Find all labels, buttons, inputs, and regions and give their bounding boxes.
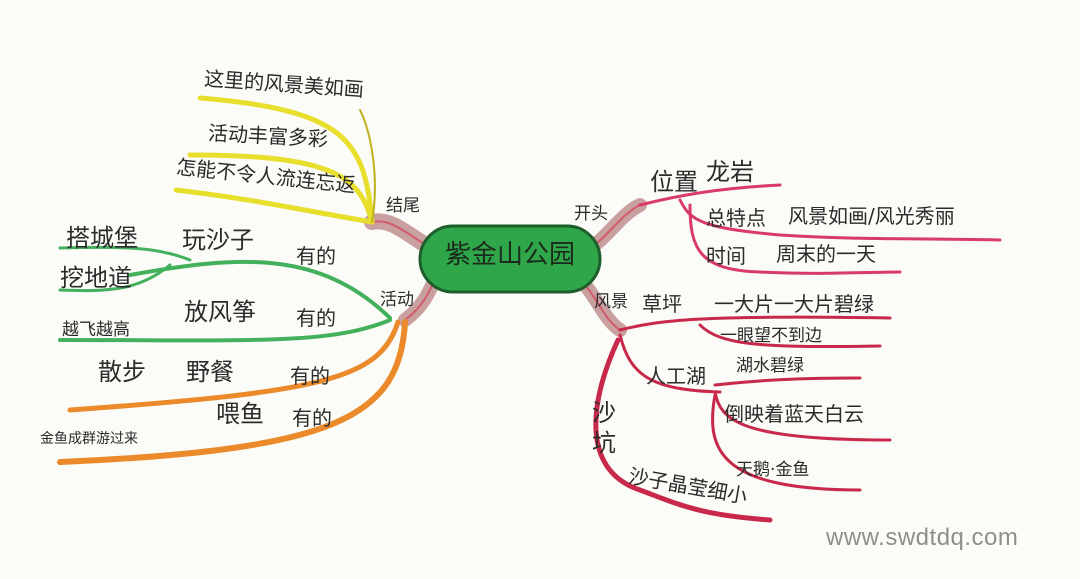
opening-link-overview — [678, 198, 1002, 242]
lawn-link — [618, 315, 892, 332]
location-value: 龙岩 — [706, 158, 754, 186]
activity-link-fish — [57, 319, 408, 465]
lake-detail-2-link — [713, 390, 892, 442]
activity-sand: 玩沙子 — [182, 226, 254, 254]
center-node — [418, 224, 602, 294]
branch-scenery-lines — [578, 278, 892, 523]
ending-link-2 — [187, 152, 375, 225]
location-label: 位置 — [650, 168, 698, 196]
branch-label-activities: 活动 — [380, 290, 414, 310]
opening-link-location — [638, 183, 782, 207]
lake-detail-3-link — [711, 393, 862, 492]
lake-detail-1: 湖水碧绿 — [736, 356, 804, 376]
watermark-text: www.swdtdq.com — [826, 524, 1019, 551]
sand-sub-castle-link — [58, 245, 192, 262]
activity-link-kite — [58, 318, 392, 343]
activity-link-picnic — [67, 319, 401, 413]
sandpit-label: 沙坑 — [592, 399, 616, 457]
lawn-detail-2: 一眼望不到边 — [720, 326, 822, 346]
activity-sand-tag: 有的 — [296, 244, 336, 268]
time-label: 时间 — [706, 244, 746, 268]
activity-kite: 放风筝 — [184, 298, 256, 326]
activity-fish: 喂鱼 — [216, 400, 264, 428]
sand-sub-tunnel-link — [58, 263, 172, 293]
branch-label-scenery: 风景 — [594, 292, 628, 312]
lawn-detail-link — [698, 323, 882, 349]
fish-detail: 金鱼成群游过来 — [40, 431, 138, 447]
kite-detail: 越飞越高 — [62, 320, 130, 340]
activity-fish-tag: 有的 — [292, 406, 332, 430]
activity-picnic-tag: 有的 — [290, 364, 330, 388]
lawn-label: 草坪 — [642, 292, 682, 316]
activity-picnic: 野餐 — [186, 358, 234, 386]
ending-link-3 — [173, 187, 375, 225]
time-value: 周末的一天 — [776, 242, 876, 266]
lake-detail-2: 倒映着蓝天白云 — [724, 402, 864, 426]
sand-sub-castle: 搭城堡 — [66, 224, 138, 252]
ending-trunk — [364, 213, 438, 256]
center-title: 紫金山公园 — [444, 240, 575, 270]
branch-label-opening: 开头 — [574, 204, 608, 224]
lake-label: 人工湖 — [646, 364, 706, 388]
ending-link-1 — [197, 95, 375, 225]
branch-ending-lines — [173, 95, 438, 256]
picnic-detail: 散步 — [98, 358, 146, 386]
activity-link-sand — [128, 259, 392, 320]
sandpit-link — [593, 337, 773, 523]
branch-label-ending: 结尾 — [386, 196, 420, 216]
lawn-detail-1: 一大片一大片碧绿 — [714, 292, 874, 316]
overview-value: 风景如画/风光秀丽 — [788, 204, 955, 228]
lake-detail-3: 天鹅·金鱼 — [736, 460, 810, 480]
activity-kite-tag: 有的 — [296, 306, 336, 330]
lake-link — [618, 333, 722, 394]
ending-leaf-2: 活动丰富多彩 — [207, 120, 329, 152]
lake-detail-1-link — [713, 376, 862, 387]
overview-label: 总特点 — [706, 206, 766, 230]
sand-sub-tunnel: 挖地道 — [60, 264, 132, 292]
opening-link-time — [688, 203, 902, 275]
